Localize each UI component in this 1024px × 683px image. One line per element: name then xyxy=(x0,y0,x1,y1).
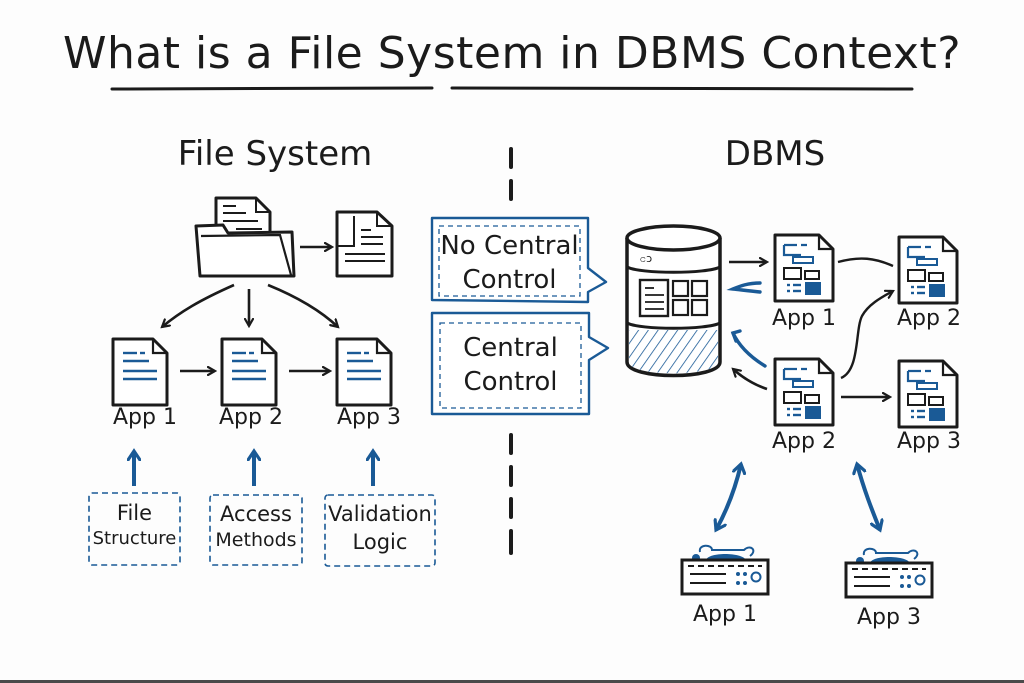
fs-app1-document-icon xyxy=(111,337,169,407)
file-structure-line2: Structure xyxy=(92,528,177,550)
access-methods-label: Access Methods xyxy=(210,500,302,554)
link-app1-app2 xyxy=(837,257,894,268)
folder-with-document-icon xyxy=(194,196,296,278)
fs-app2-label: App 2 xyxy=(219,405,283,430)
dbms-app2-document-icon xyxy=(773,357,835,427)
fs-app3-document-icon xyxy=(335,337,393,407)
callout-no-central-text: No Central Control xyxy=(439,230,580,298)
fs-app2-document-icon xyxy=(220,337,278,407)
validation-logic-box xyxy=(324,494,436,567)
output-file-icon xyxy=(335,210,394,278)
dbms-app2-top-label: App 2 xyxy=(897,306,961,331)
dbms-app3-label: App 3 xyxy=(897,429,961,454)
callout-central-line1: Central xyxy=(463,333,558,363)
database-cylinder-icon: ငɔ xyxy=(625,224,722,378)
arrow-app1-to-db xyxy=(726,281,762,294)
callout-no-central-line1: No Central xyxy=(440,231,579,261)
device-app1-printer-icon xyxy=(680,544,770,596)
callout-central-control xyxy=(430,311,610,416)
title-underline xyxy=(110,86,914,91)
device-app3-printer-icon xyxy=(844,547,934,599)
access-methods-line1: Access xyxy=(220,502,292,526)
file-system-heading: File System xyxy=(177,134,373,174)
arrow-app2-device3 xyxy=(857,464,880,530)
access-methods-box xyxy=(209,494,303,566)
validation-logic-label: Validation Logic xyxy=(325,500,435,557)
validation-logic-line2: Logic xyxy=(352,530,408,555)
callout-no-central-line2: Control xyxy=(462,264,557,295)
page-title: What is a File System in DBMS Context? xyxy=(62,28,962,79)
file-structure-line1: File xyxy=(116,501,153,525)
device-app1-label: App 1 xyxy=(693,602,757,627)
callout-no-central-control xyxy=(430,216,608,304)
validation-logic-line1: Validation xyxy=(328,502,432,526)
arrow-app2-to-app2 xyxy=(840,291,893,380)
arrow-app2-to-db-blue xyxy=(731,331,767,368)
file-structure-box xyxy=(88,492,181,566)
fs-app3-label: App 3 xyxy=(337,405,401,430)
svg-text:ငɔ: ငɔ xyxy=(640,252,652,265)
arrow-folder-to-app3 xyxy=(267,283,338,327)
arrow-app2-device1 xyxy=(716,464,741,530)
dbms-heading: DBMS xyxy=(724,134,826,174)
device-app3-label: App 3 xyxy=(857,605,921,630)
bottom-border xyxy=(0,680,1024,683)
fs-app1-label: App 1 xyxy=(113,405,177,430)
file-structure-label: File Structure xyxy=(89,499,180,552)
arrow-app2-to-db xyxy=(733,369,768,391)
dbms-app1-document-icon xyxy=(773,233,835,303)
callout-central-line2: Control xyxy=(463,366,558,397)
dbms-app2-top-document-icon xyxy=(897,235,959,305)
dbms-app3-document-icon xyxy=(897,359,959,429)
dbms-app1-label: App 1 xyxy=(772,306,836,331)
arrow-folder-to-app1 xyxy=(162,283,235,327)
callout-central-text: Central Control xyxy=(440,332,581,400)
dbms-app2-label: App 2 xyxy=(772,429,836,454)
access-methods-line2: Methods xyxy=(215,529,297,552)
